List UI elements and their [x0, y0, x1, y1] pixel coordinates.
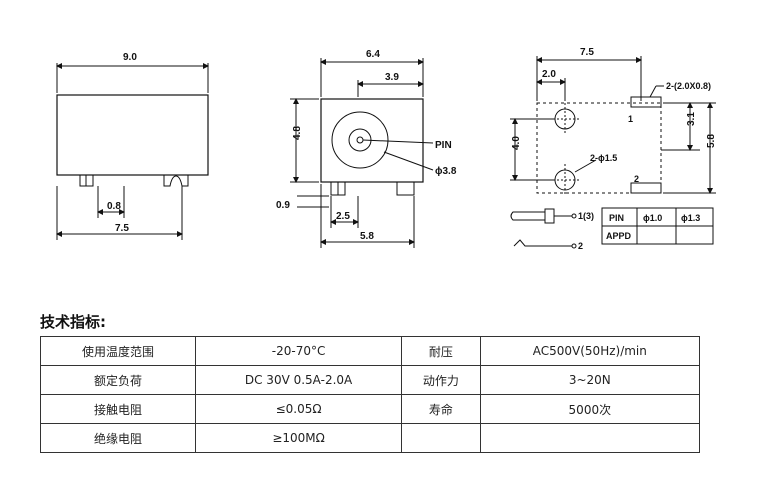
contact-two-label: 2	[578, 241, 583, 251]
contact-symbol	[510, 208, 577, 249]
side-hole-dim: ϕ3.8	[435, 166, 457, 177]
pin-table-header-2: ϕ1.3	[681, 213, 700, 223]
pin-table-header-pin: PIN	[609, 213, 624, 223]
table-row: 接触电阻 ≤0.05Ω 寿命 5000次	[39, 394, 701, 424]
pcb-pin-one-label: 1	[628, 114, 633, 124]
spec-value: AC500V(50Hz)/min	[479, 336, 701, 366]
side-width-dim: 6.4	[366, 49, 380, 60]
spec-value: 5000次	[479, 394, 701, 424]
table-row: 绝缘电阻 ≥100MΩ	[39, 423, 701, 453]
spec-value: ≤0.05Ω	[195, 394, 403, 424]
pcb-pin-two-label: 2	[634, 174, 639, 184]
pcb-slot-1	[630, 96, 662, 108]
pin-table-row-label: APPD	[606, 231, 632, 241]
table-row: 使用温度范围 -20-70°C 耐压 AC500V(50Hz)/min	[39, 336, 701, 366]
pcb-layout	[510, 56, 716, 249]
table-row: 额定负荷 DC 30V 0.5A-2.0A 动作力 3~20N	[39, 365, 701, 395]
side-pin-dot	[356, 136, 364, 144]
spec-label: 寿命	[401, 394, 481, 424]
pcb-outline	[536, 102, 662, 194]
spec-value: -20-70°C	[195, 336, 403, 366]
spec-label: 耐压	[401, 336, 481, 366]
spec-label: 动作力	[401, 365, 481, 395]
side-body	[320, 98, 424, 183]
spec-value	[479, 423, 701, 453]
side-offset-dim: 3.9	[385, 72, 399, 83]
front-base-dim: 7.5	[115, 223, 129, 234]
spec-label: 使用温度范围	[39, 336, 197, 366]
technical-drawing: 9.0 0.8 7.5 6.	[56, 47, 717, 251]
spec-value: ≥100MΩ	[195, 423, 403, 453]
pcb-right-offset-dim: 3.1	[686, 112, 697, 126]
side-pin-offset-dim: 2.5	[336, 211, 350, 222]
spec-label: 额定负荷	[39, 365, 197, 395]
pcb-height-dim: 5.8	[706, 134, 717, 148]
front-body	[56, 94, 209, 176]
side-view	[290, 58, 434, 248]
front-pin-right	[163, 175, 189, 187]
specs-title: 技术指标:	[40, 313, 106, 331]
pin-table-header-1: ϕ1.0	[643, 213, 662, 223]
side-pin-label: PIN	[435, 140, 452, 151]
pcb-vertical-spacing-dim: 4.0	[511, 136, 522, 150]
pcb-width-dim: 7.5	[580, 47, 594, 58]
side-pin-right	[396, 182, 415, 196]
pcb-slot-dim: 2-(2.0X0.8)	[666, 81, 711, 91]
spec-label: 绝缘电阻	[39, 423, 197, 453]
specs-table: 使用温度范围 -20-70°C 耐压 AC500V(50Hz)/min 额定负荷…	[39, 336, 701, 453]
pcb-hole-dim: 2-ϕ1.5	[590, 153, 617, 163]
side-height-dim: 4.8	[292, 126, 303, 140]
pcb-slot-2	[630, 182, 662, 194]
front-view	[56, 63, 209, 240]
spec-label: 接触电阻	[39, 394, 197, 424]
spec-label	[401, 423, 481, 453]
front-width-dim: 9.0	[123, 52, 137, 63]
side-pin-height-dim: 0.9	[276, 200, 290, 211]
spec-value: DC 30V 0.5A-2.0A	[195, 365, 403, 395]
spec-value: 3~20N	[479, 365, 701, 395]
side-outer-circle	[331, 111, 389, 169]
contact-one-label: 1(3)	[578, 211, 594, 221]
side-base-dim: 5.8	[360, 231, 374, 242]
pcb-left-offset-dim: 2.0	[542, 69, 556, 80]
front-pin-spacing-dim: 0.8	[107, 201, 121, 212]
